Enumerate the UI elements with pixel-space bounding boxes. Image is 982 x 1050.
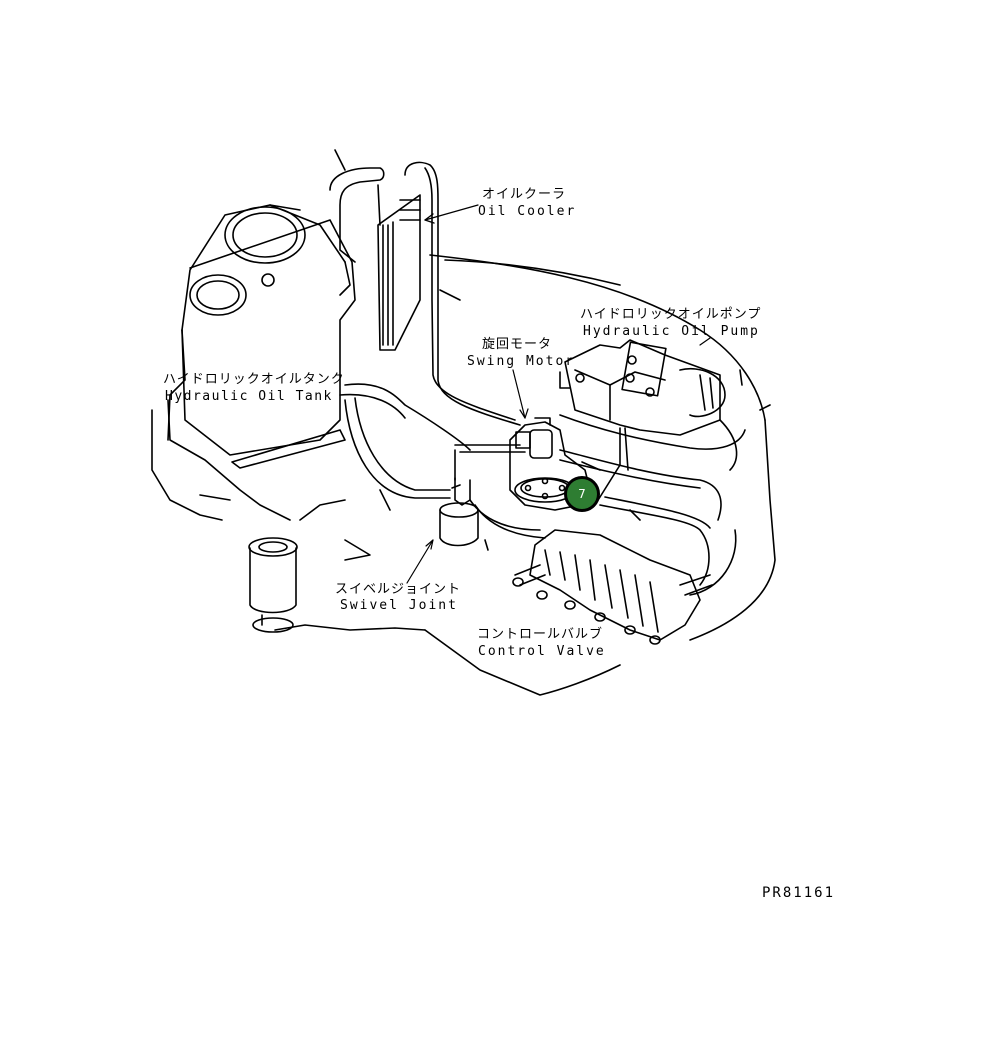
hydraulic-oil-pump-label-en: Hydraulic Oil Pump xyxy=(583,324,760,339)
filter-cylinder xyxy=(248,537,298,633)
oil-cooler-label-jp: オイルクーラ xyxy=(482,187,567,202)
hydraulic-oil-tank-label-en: Hydraulic Oil Tank xyxy=(165,389,333,404)
control-valve xyxy=(512,529,713,645)
callout-marker[interactable]: 7 xyxy=(564,476,600,512)
callout-marker-number: 7 xyxy=(578,487,586,501)
hydraulic-oil-tank-label-jp: ハイドロリックオイルタンク xyxy=(163,372,345,387)
drawing-code: PR81161 xyxy=(762,885,836,901)
revolving-frame xyxy=(151,204,776,696)
swing-motor-label-jp: 旋回モータ xyxy=(482,337,553,352)
frame-details xyxy=(199,204,641,561)
control-valve-label-en: Control Valve xyxy=(478,644,606,659)
hydraulic-oil-pump-label-jp: ハイドロリックオイルポンプ xyxy=(580,307,762,322)
oil-cooler-unit xyxy=(329,149,621,426)
leader-lines xyxy=(406,204,711,584)
swivel-joint xyxy=(439,477,479,547)
control-valve-label-jp: コントロールバルブ xyxy=(477,627,604,642)
oil-cooler-label-en: Oil Cooler xyxy=(478,204,577,219)
swivel-joint-label-jp: スイベルジョイント xyxy=(335,582,462,597)
hydraulic-hoses xyxy=(339,383,746,596)
hydraulic-oil-tank xyxy=(167,206,356,469)
hydraulic-oil-pump xyxy=(559,339,726,436)
swivel-joint-label-en: Swivel Joint xyxy=(340,598,458,613)
swing-motor-label-en: Swing Motor xyxy=(467,354,576,369)
